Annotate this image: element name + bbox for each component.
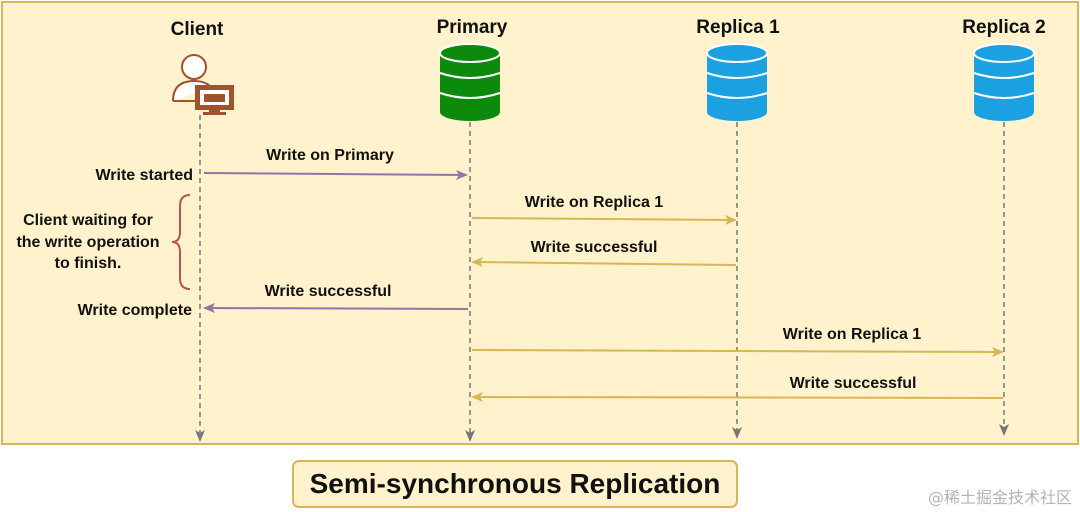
- watermark-text: @稀土掘金技术社区: [927, 488, 1072, 507]
- client-user-icon: [172, 54, 234, 115]
- waiting-brace: [171, 194, 191, 290]
- participant-client-label: Client: [171, 19, 224, 40]
- participant-replica2-label: Replica 2: [962, 17, 1045, 38]
- arrow-write-on-replica2: [471, 346, 1004, 357]
- message-write-successful-primary: Write successful: [265, 283, 392, 300]
- annotation-waiting-line3: to finish.: [55, 255, 122, 272]
- diagram-title: Semi-synchronous Replication: [309, 468, 721, 499]
- participant-primary-label: Primary: [437, 17, 508, 38]
- message-write-on-replica1: Write on Replica 1: [525, 194, 664, 211]
- message-write-on-primary: Write on Primary: [266, 147, 394, 164]
- arrow-write-on-replica1: [471, 214, 737, 225]
- replica2-database-icon: [973, 43, 1035, 121]
- diagram-title-box: Semi-synchronous Replication: [292, 460, 738, 508]
- diagram-frame: [1, 1, 1079, 445]
- primary-database-icon: [439, 43, 501, 121]
- annotation-waiting-line1: Client waiting for: [23, 212, 153, 229]
- replica1-database-icon: [706, 43, 768, 121]
- arrow-write-successful-primary: [203, 303, 469, 314]
- annotation-waiting-line2: the write operation: [16, 234, 159, 251]
- arrow-write-successful-replica1: [471, 257, 737, 268]
- arrow-write-successful-replica2: [471, 392, 1004, 403]
- arrow-write-on-primary: [203, 169, 468, 180]
- participant-replica1-label: Replica 1: [696, 17, 780, 38]
- message-write-successful-replica1: Write successful: [531, 239, 658, 256]
- message-write-on-replica2: Write on Replica 1: [783, 326, 922, 343]
- annotation-write-started: Write started: [95, 167, 193, 184]
- message-write-successful-replica2: Write successful: [790, 375, 917, 392]
- annotation-write-complete: Write complete: [78, 302, 193, 319]
